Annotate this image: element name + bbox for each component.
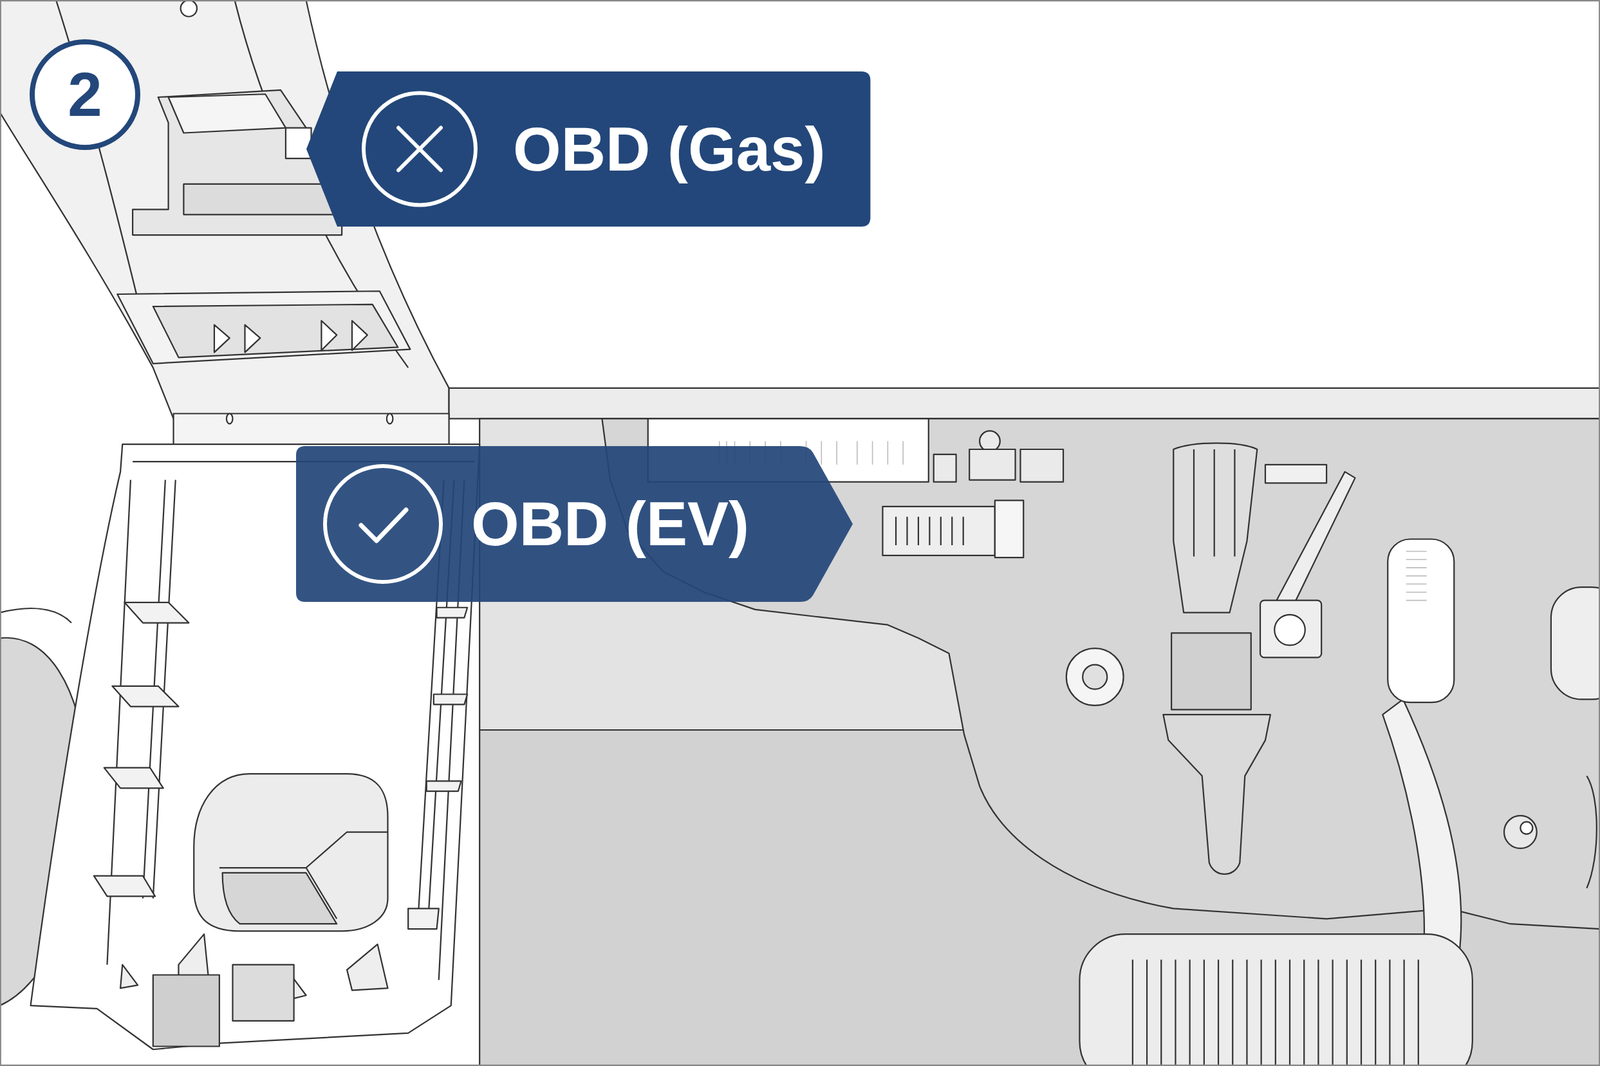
bolt [1274,614,1306,646]
callout-body [296,446,853,602]
connector [979,430,1001,452]
hood-release [1275,471,1356,605]
bolt-center [1520,821,1533,835]
ev-obd-port [882,506,995,556]
grommet [1066,648,1124,706]
accelerator-arm [1382,698,1461,954]
callout-box: OBD (Gas) [306,71,871,227]
console-clips [408,607,468,929]
check-icon [361,509,407,541]
column-ribs [1193,449,1235,557]
console-foot [153,975,220,1047]
brake-pedal [1079,933,1472,1066]
vent-opening [153,304,399,358]
console-bin [193,773,388,931]
gas-obd-port-housing [132,90,342,235]
screw [226,413,233,425]
vent [117,290,410,364]
footrest [1551,586,1600,699]
gas-obd-port [168,93,286,133]
callout-label: OBD (Gas) [512,115,826,184]
grommet-center [1082,664,1107,690]
connector [933,454,957,483]
step-number-circle: 2 [28,38,141,151]
console-clips [93,602,189,897]
dash-band [449,388,1600,419]
column-shaft [1162,714,1270,875]
console-bin-floor [222,872,338,924]
connector [969,449,1015,481]
accelerator-pedal [1387,539,1454,703]
wheel-edge [0,608,72,623]
callout-box: OBD (EV) [296,446,853,602]
ev-obd-port-rim [995,500,1024,558]
brake-grip [1132,959,1419,1066]
side-trim [1586,775,1597,888]
pedal-grip [1406,551,1427,601]
bolt [1504,815,1537,849]
console-top [173,413,450,445]
gas-obd-plug [285,128,312,159]
connector [1020,449,1064,483]
column-joint [1171,632,1252,710]
callout-number: 2 [67,60,102,129]
gas-obd-panel [183,184,342,215]
callout-body [306,71,871,227]
status-icon-ring [363,93,476,206]
pillar-hole [180,0,197,17]
status-icon-ring [325,465,441,582]
bracket-part [1265,464,1327,484]
screw [386,413,394,425]
console-foot [232,964,294,1021]
number-circle [32,41,138,148]
cross-icon [398,128,441,171]
vent-fins [214,320,368,353]
hood-release-mount [1260,600,1322,658]
callout-label: OBD (EV) [471,489,750,559]
steering-column [1173,442,1257,613]
ev-obd-pins [895,516,964,546]
